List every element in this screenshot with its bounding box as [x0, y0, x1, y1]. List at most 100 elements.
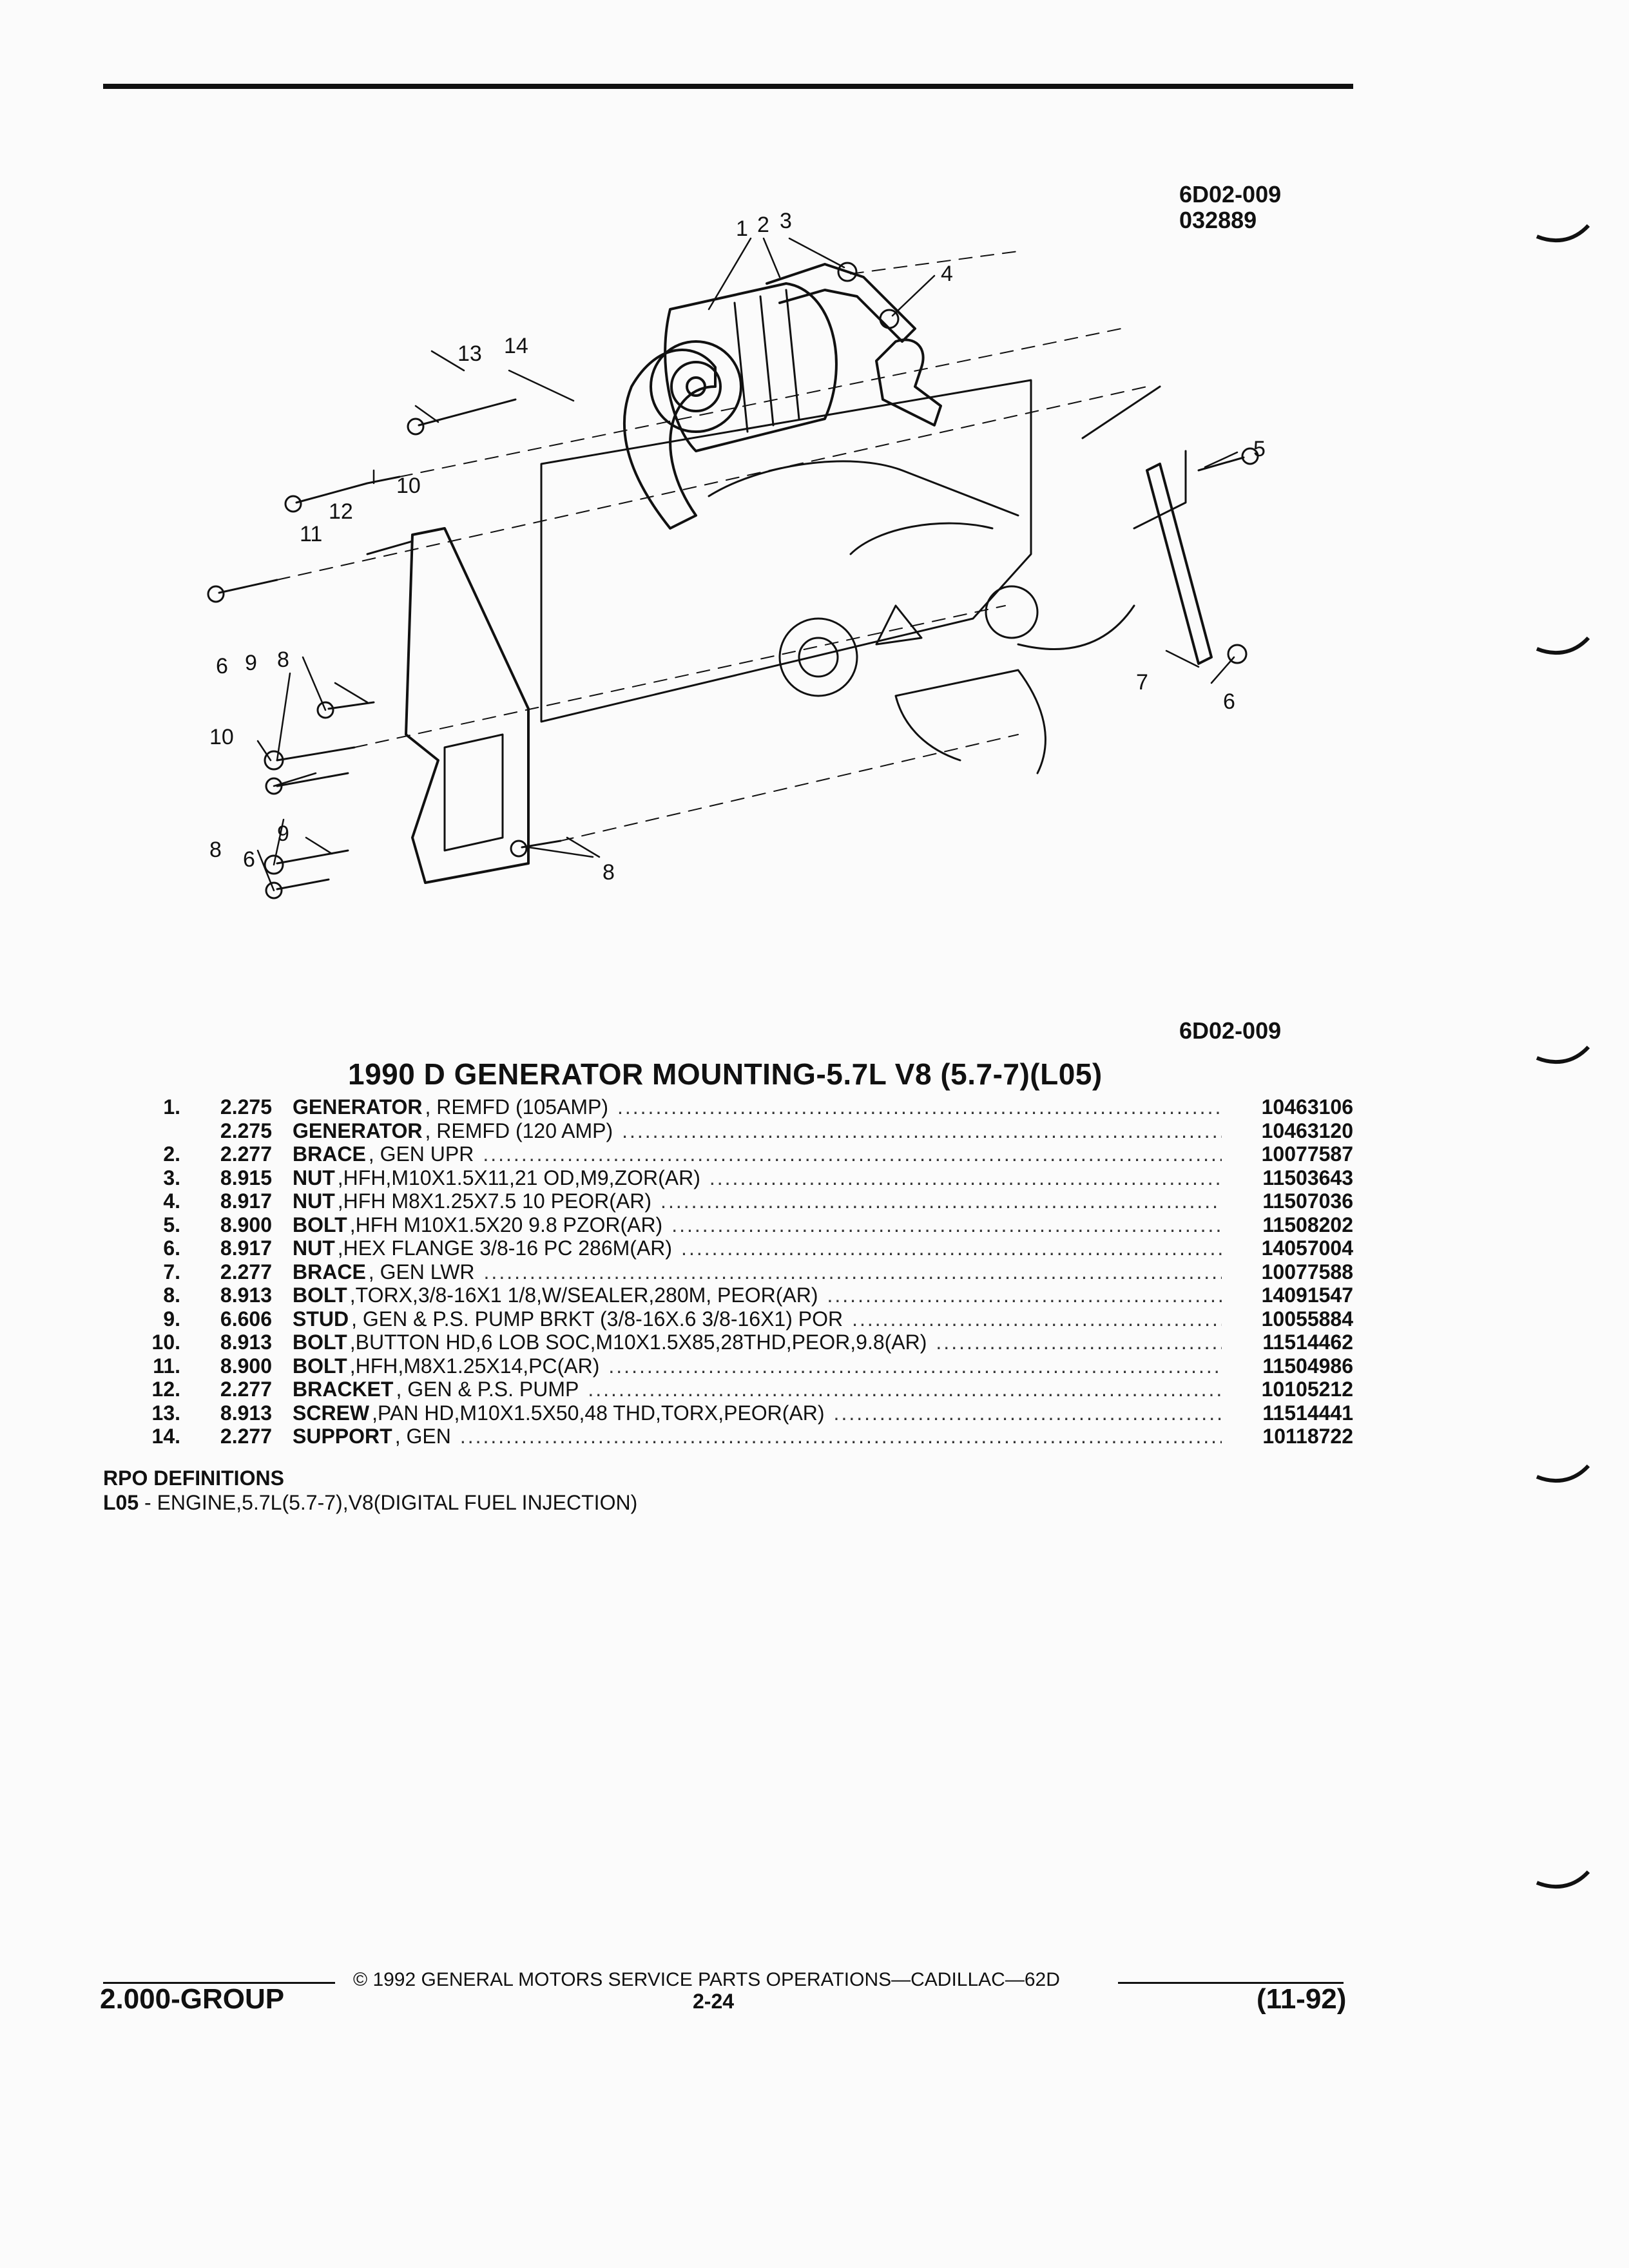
part-name: BOLT — [293, 1331, 347, 1354]
part-item-number: 1. — [163, 1095, 180, 1119]
part-name: GENERATOR — [293, 1095, 423, 1119]
callout-12: 12 — [329, 499, 353, 524]
part-detail: ,HFH,M8X1.25X14,PC(AR) — [349, 1354, 600, 1378]
part-detail: ,TORX,3/8-16X1 1/8,W/SEALER,280M, PEOR(A… — [349, 1283, 818, 1307]
part-detail: , REMFD (105AMP) — [425, 1095, 608, 1119]
rpo-code: L05 — [103, 1491, 139, 1514]
figure-code: 6D02-009 — [1179, 181, 1282, 207]
dot-leader — [617, 1095, 1222, 1119]
part-group-number: 8.900 — [220, 1213, 272, 1236]
part-description: SCREW,PAN HD,M10X1.5X50,48 THD,TORX,PEOR… — [293, 1401, 1231, 1425]
parts-row: 13. 8.913 SCREW,PAN HD,M10X1.5X50,48 THD,T… — [129, 1401, 1353, 1425]
part-description: BRACKET, GEN & P.S. PUMP — [293, 1378, 1231, 1401]
part-number: 10118722 — [1262, 1425, 1353, 1448]
part-item-number: 14. — [151, 1425, 180, 1448]
assembly-lines — [276, 251, 1148, 841]
part-group-number: 6.606 — [220, 1307, 272, 1331]
part-description: NUT,HFH M8X1.25X7.5 10 PEOR(AR) — [293, 1189, 1231, 1213]
binder-mark-icon — [1536, 224, 1590, 243]
callout-10: 10 — [396, 474, 421, 498]
part-description: NUT,HEX FLANGE 3/8-16 PC 286M(AR) — [293, 1236, 1231, 1260]
part-name: NUT — [293, 1166, 335, 1189]
callout-13: 13 — [458, 341, 482, 366]
dot-leader — [660, 1189, 1222, 1213]
part-detail: ,BUTTON HD,6 LOB SOC,M10X1.5X85,28THD,PE… — [349, 1331, 927, 1354]
part-group-number: 2.275 — [220, 1119, 272, 1142]
part-item-number: 8. — [163, 1283, 180, 1307]
dot-leader — [671, 1213, 1222, 1237]
part-number: 10077587 — [1261, 1142, 1353, 1166]
figure-code-bottom: 6D02-009 — [1179, 1017, 1282, 1044]
part-item-number: 7. — [163, 1260, 180, 1283]
part-detail: ,HFH M10X1.5X20 9.8 PZOR(AR) — [349, 1213, 663, 1236]
part-detail: ,PAN HD,M10X1.5X50,48 THD,TORX,PEOR(AR) — [372, 1401, 825, 1425]
part-number: 10105212 — [1261, 1378, 1353, 1401]
dot-leader — [936, 1331, 1222, 1354]
part-group-number: 8.913 — [220, 1331, 272, 1354]
footer-rule-left — [103, 1982, 335, 1984]
part-name: BRACE — [293, 1142, 366, 1166]
part-number: 11514462 — [1262, 1331, 1353, 1354]
figure-date-code: 032889 — [1179, 207, 1257, 233]
part-number: 11508202 — [1262, 1213, 1353, 1236]
callout-11: 11 — [300, 522, 322, 546]
part-name: BRACE — [293, 1260, 366, 1283]
part-detail: ,HFH M8X1.25X7.5 10 PEOR(AR) — [337, 1189, 652, 1213]
part-item-number: 3. — [163, 1166, 180, 1189]
parts-row: 5. 8.900 BOLT,HFH M10X1.5X20 9.8 PZOR(AR) 1… — [129, 1213, 1353, 1237]
part-name: STUD — [293, 1307, 349, 1331]
part-group-number: 2.277 — [220, 1142, 272, 1166]
part-group-number: 2.277 — [220, 1260, 272, 1283]
dot-leader — [681, 1236, 1222, 1260]
callout-5: 5 — [1253, 437, 1266, 461]
part-item-number: 12. — [151, 1378, 180, 1401]
part-description: STUD, GEN & P.S. PUMP BRKT (3/8-16X.6 3/… — [293, 1307, 1231, 1331]
part-group-number: 8.915 — [220, 1166, 272, 1189]
dot-leader — [852, 1307, 1222, 1331]
part-detail: , GEN — [394, 1425, 451, 1448]
part-description: BOLT,BUTTON HD,6 LOB SOC,M10X1.5X85,28TH… — [293, 1331, 1231, 1354]
part-number: 11507036 — [1262, 1189, 1353, 1213]
part-number: 11503643 — [1262, 1166, 1353, 1189]
part-name: NUT — [293, 1189, 335, 1213]
part-name: BOLT — [293, 1354, 347, 1378]
part-detail: , REMFD (120 AMP) — [425, 1119, 613, 1142]
callout-8-left: 8 — [277, 648, 289, 672]
callout-6-lower: 6 — [243, 847, 255, 872]
part-name: BOLT — [293, 1213, 347, 1236]
part-detail: , GEN UPR — [368, 1142, 474, 1166]
part-group-number: 8.917 — [220, 1236, 272, 1260]
callout-4: 4 — [941, 262, 953, 286]
part-item-number: 13. — [151, 1401, 180, 1425]
part-number: 11504986 — [1262, 1354, 1353, 1378]
part-detail: , GEN & P.S. PUMP — [396, 1378, 579, 1401]
rpo-definition-text: - ENGINE,5.7L(5.7-7),V8(DIGITAL FUEL INJ… — [139, 1491, 638, 1514]
callout-9: 9 — [245, 651, 257, 675]
dot-leader — [588, 1378, 1222, 1401]
part-description: SUPPORT, GEN — [293, 1425, 1231, 1448]
part-item-number: 5. — [163, 1213, 180, 1236]
part-group-number: 2.275 — [220, 1095, 272, 1119]
dot-leader — [483, 1142, 1222, 1166]
part-detail: ,HEX FLANGE 3/8-16 PC 286M(AR) — [337, 1236, 673, 1260]
fasteners — [207, 262, 1259, 899]
rpo-definition: L05 - ENGINE,5.7L(5.7-7),V8(DIGITAL FUEL… — [103, 1491, 637, 1515]
part-number: 10463120 — [1261, 1119, 1353, 1142]
callout-6-left: 6 — [216, 654, 228, 678]
part-group-number: 2.277 — [220, 1425, 272, 1448]
engine-block — [540, 379, 1187, 774]
callout-labels: 1 2 3 4 5 6 7 8 9 10 11 12 13 14 6 6 8 9… — [209, 209, 1266, 885]
part-group-number: 8.913 — [220, 1401, 272, 1425]
lower-brace — [1146, 463, 1213, 665]
leader-lines — [256, 237, 1239, 892]
part-description: NUT,HFH,M10X1.5X11,21 OD,M9,ZOR(AR) — [293, 1166, 1231, 1190]
callout-8: 8 — [602, 860, 615, 885]
